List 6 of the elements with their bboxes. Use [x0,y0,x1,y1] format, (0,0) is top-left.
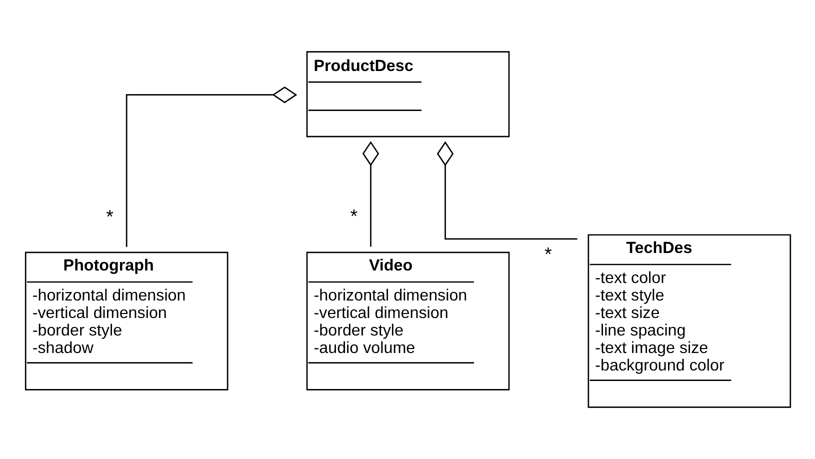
connector [125,86,297,247]
connector [436,141,577,240]
edge-label: * [544,244,552,265]
edge-label: * [106,206,113,227]
connector [362,141,379,247]
edge-label: * [350,206,358,226]
